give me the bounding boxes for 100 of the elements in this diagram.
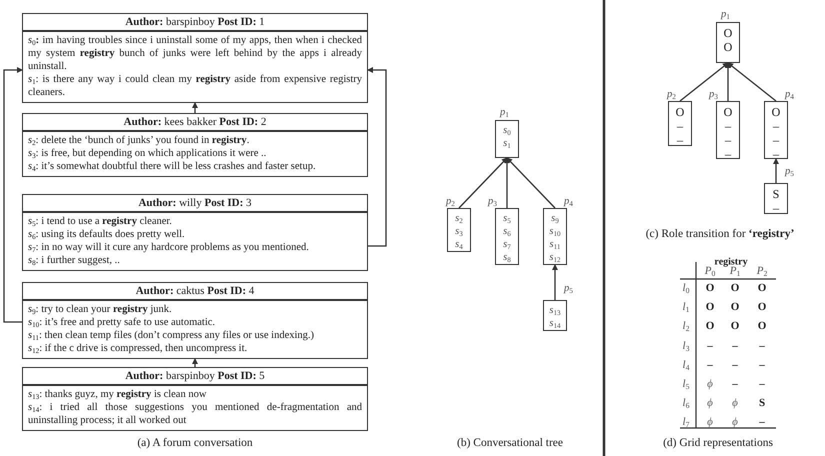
sentence-label: s$_{0}$ [502,124,512,137]
post-label: p$_{1}$ [500,107,509,118]
post-header: Author: barspinboy Post ID: 1 [23,14,367,32]
table-cell: – [732,340,738,352]
post-label: p$_{4}$ [564,196,573,207]
tree-edge [680,62,729,102]
sentence-label: s$_{1}$ [502,137,512,150]
table-title: registry [714,256,748,268]
sentence-label: s$_{8}$ [502,251,512,264]
table-cell: – [732,378,738,390]
role-label: S [772,187,780,201]
role-label: – [772,119,780,133]
table-cell: – [759,340,765,352]
post-label: p$_{1}$ [721,9,730,20]
role-label: – [724,119,732,133]
caption: (c) Role transition for ‘registry’ [646,228,794,240]
post-card [22,113,368,177]
table-cell: ϕ [707,416,713,428]
tree-edge [727,62,776,102]
post-card [22,194,368,271]
table-cell: O [758,282,766,294]
post-header: Author: barspinboy Post ID: 5 [23,368,367,386]
sentence-text: s$_{9}$: try to clean your registry junk. [28,303,173,316]
post-card [22,367,368,431]
sentence-text: s$_{7}$: in no way will it cure any hardcore problems as you mentioned. [28,241,310,254]
sentence-label: s$_{2}$ [454,212,464,225]
table-cell: O [706,320,714,332]
tree-edge [773,158,779,183]
tree-edge [192,358,198,367]
sentence-text: s$_{0}$: im having troubles since i uninstall some of my apps, then when i checked my system registry bunch of junks were left behind by the apps i already uninstall. [28,34,362,73]
role-label: – [772,201,780,215]
sentence-text: s$_{3}$: is free, but depending on which applications it were .. [28,147,268,160]
row-header: l$_{6}$ [682,397,690,410]
sentence-text: s$_{8}$: i further suggest, .. [28,254,121,267]
post-header: Author: caktus Post ID: 4 [23,283,367,301]
tree-edge [506,157,556,208]
sentence-text: s$_{4}$: it’s somewhat doubtful there will be less crashes and faster setup. [28,160,317,173]
post-label: p$_{2}$ [667,89,676,100]
role-label: O [770,105,782,119]
table-cell: – [707,340,713,352]
column-header: P$_{1}$ [730,265,740,277]
sentence-label: s$_{9}$ [550,212,560,225]
table-cell: – [759,378,765,390]
role-label: – [676,119,684,133]
sentence-label: s$_{13}$ [548,304,562,317]
column-header: P$_{2}$ [756,265,768,277]
role-label: O [674,105,686,119]
post-label: p$_{2}$ [446,196,455,207]
table-cell: O [730,301,740,314]
table-cell: O [706,301,714,314]
table-cell: ϕ [707,397,713,410]
post-label: p$_{5}$ [564,283,573,294]
reply-connector [367,67,387,247]
table-cell: O [758,320,766,332]
table-cell: O [758,301,766,314]
role-label: O [722,40,734,54]
caption: (d) Grid representations [663,437,773,449]
table-cell: ϕ [732,416,738,428]
table-cell: O [730,282,740,294]
caption: (b) Conversational tree [457,437,563,449]
sentence-label: s$_{5}$ [502,212,512,225]
sentence-label: s$_{6}$ [502,225,512,238]
post-label: p$_{5}$ [785,166,794,177]
sentence-label: s$_{7}$ [502,238,512,251]
reply-connector [3,67,23,323]
table-cell: – [732,358,738,371]
sentence-text: s$_{12}$: if the c drive is compressed, then uncompress it. [28,342,248,355]
table-cell: – [759,416,765,428]
sentence-label: s$_{11}$ [548,238,562,251]
tree-edge [192,102,198,113]
table-cell: S [758,397,766,410]
sentence-text: s$_{14}$: i tried all those suggestions you mentioned de-fragmentation and uninstalling process; it all worked out [28,401,362,427]
post-header: Author: kees bakker Post ID: 2 [23,114,367,132]
sentence-label: s$_{4}$ [454,238,464,251]
sentence-label: s$_{12}$ [548,251,562,264]
table-cell: – [759,358,765,371]
table-cell: – [707,358,713,371]
sentence-text: s$_{2}$: delete the ‘bunch of junks’ you found in registry. [28,134,250,147]
sentence-label: s$_{10}$ [548,225,562,238]
table-cell: O [730,320,740,332]
role-label: – [772,133,780,147]
post-label: p$_{3}$ [488,196,497,207]
tree-edge [725,62,731,101]
row-header: l$_{5}$ [682,378,690,390]
role-label: – [724,133,732,147]
sentence-text: s$_{6}$: using its defaults does pretty well. [28,228,186,241]
sentence-text: s$_{11}$: then clean temp files (don’t compress any files or use indexing.) [28,329,316,342]
role-label: – [724,147,732,161]
row-header: l$_{0}$ [682,282,690,294]
post-label: p$_{3}$ [709,89,718,100]
sentence-label: s$_{14}$ [548,317,562,330]
sentence-label: s$_{3}$ [454,225,464,238]
role-label: O [722,26,734,40]
sentence-text: s$_{1}$: is there any way i could clean my registry aside from expensive registry cleaners. [28,73,362,99]
role-label: O [722,105,734,119]
row-header: l$_{4}$ [682,358,690,371]
post-card [22,13,368,103]
table-cell: ϕ [732,397,738,410]
tree-edge [458,157,508,208]
post-header: Author: willy Post ID: 3 [23,195,367,213]
